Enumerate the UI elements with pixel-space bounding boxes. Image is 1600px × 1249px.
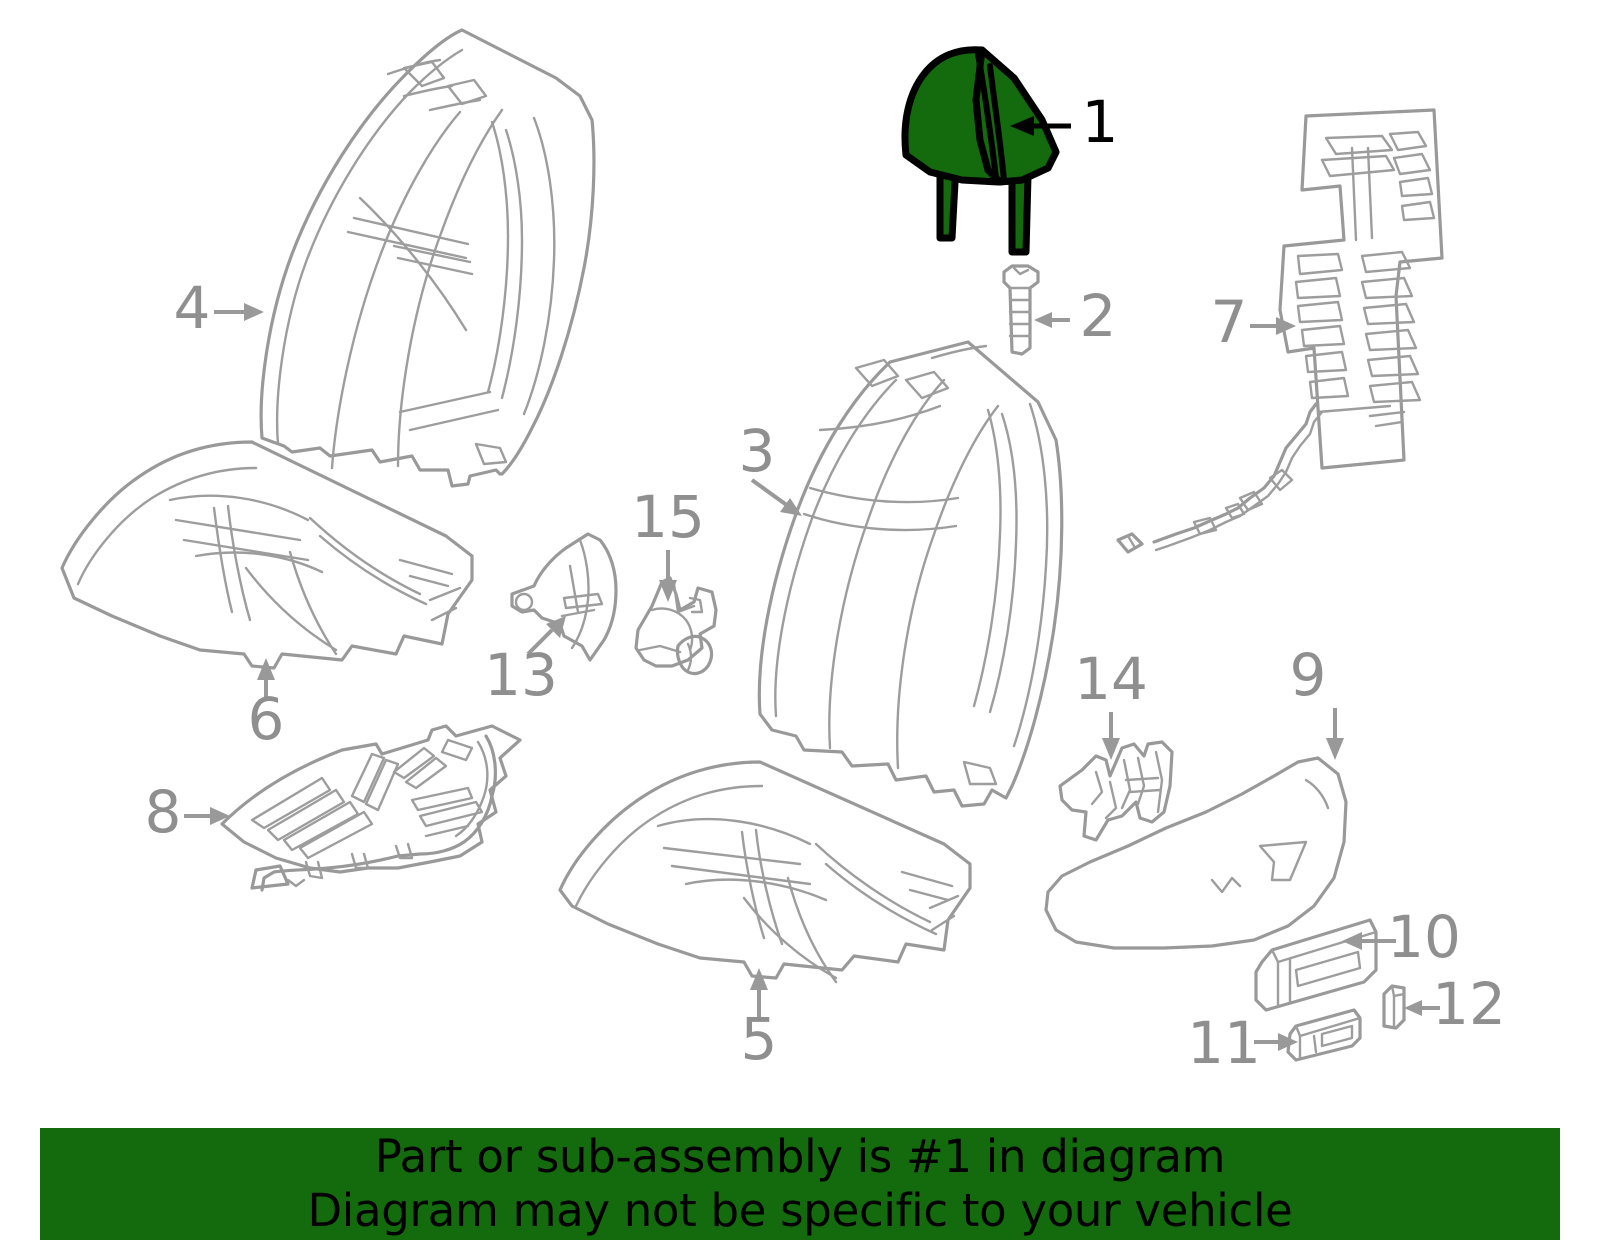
part-12-switch-cap [1382,984,1406,1030]
part-15-seat-lever-bracket [634,576,718,676]
callout-number-6: 6 [248,685,285,753]
callout-3-leader [750,478,802,516]
part-7-seat-back-heater [1116,108,1444,554]
callout-9-leader [1326,708,1344,760]
callout-number-3: 3 [739,417,776,485]
callout-8-leader [184,807,230,825]
caption-line-2: Diagram may not be specific to your vehi… [307,1184,1293,1237]
part-11-recline-switch-knob [1286,1008,1362,1062]
callout-11-leader [1254,1033,1298,1051]
callout-1-leader [1010,116,1071,136]
callout-number-14: 14 [1074,645,1148,713]
part-5-right-seat-cushion [558,760,972,984]
caption-line-1: Part or sub-assembly is #1 in diagram [374,1130,1226,1183]
callout-number-11: 11 [1187,1009,1261,1077]
part-4-left-seat-back-cover [259,28,596,488]
callout-14-leader [1102,712,1120,760]
callout-10-leader [1342,932,1396,950]
highlight-caption-banner: Part or sub-assembly is #1 in diagram Di… [40,1128,1560,1240]
callout-number-13: 13 [484,641,558,709]
callout-number-10: 10 [1387,903,1461,971]
callout-13-leader [526,616,566,656]
part-13-seat-hinge-bracket [510,532,618,662]
part-1-headrest-assembly [901,46,1060,256]
callout-7-leader [1250,317,1296,335]
callout-number-4: 4 [174,274,211,342]
callout-15-leader [659,550,677,602]
part-9-outer-side-trim-cover [1044,756,1348,950]
callout-number-2: 2 [1080,282,1117,350]
callout-4-leader [214,303,264,321]
callout-12-leader [1404,1000,1440,1016]
callout-number-8: 8 [145,778,182,846]
callout-6-leader [257,658,275,700]
callout-2-leader [1034,312,1070,328]
part-3-right-seat-back-cover [757,340,1064,808]
callout-5-leader [750,968,768,1018]
callout-number-7: 7 [1211,288,1248,356]
callout-number-9: 9 [1290,641,1327,709]
part-14-seat-frame-clip [1058,740,1174,842]
part-2-headrest-bolt [1002,264,1040,356]
callout-number-12: 12 [1432,970,1506,1038]
part-6-left-seat-cushion [60,440,474,670]
callout-number-5: 5 [741,1005,778,1073]
part-10-power-seat-switch [1254,918,1378,1012]
callout-number-15: 15 [631,483,705,551]
part-8-seat-cushion-heater [220,724,522,892]
callout-number-1: 1 [1082,88,1119,156]
